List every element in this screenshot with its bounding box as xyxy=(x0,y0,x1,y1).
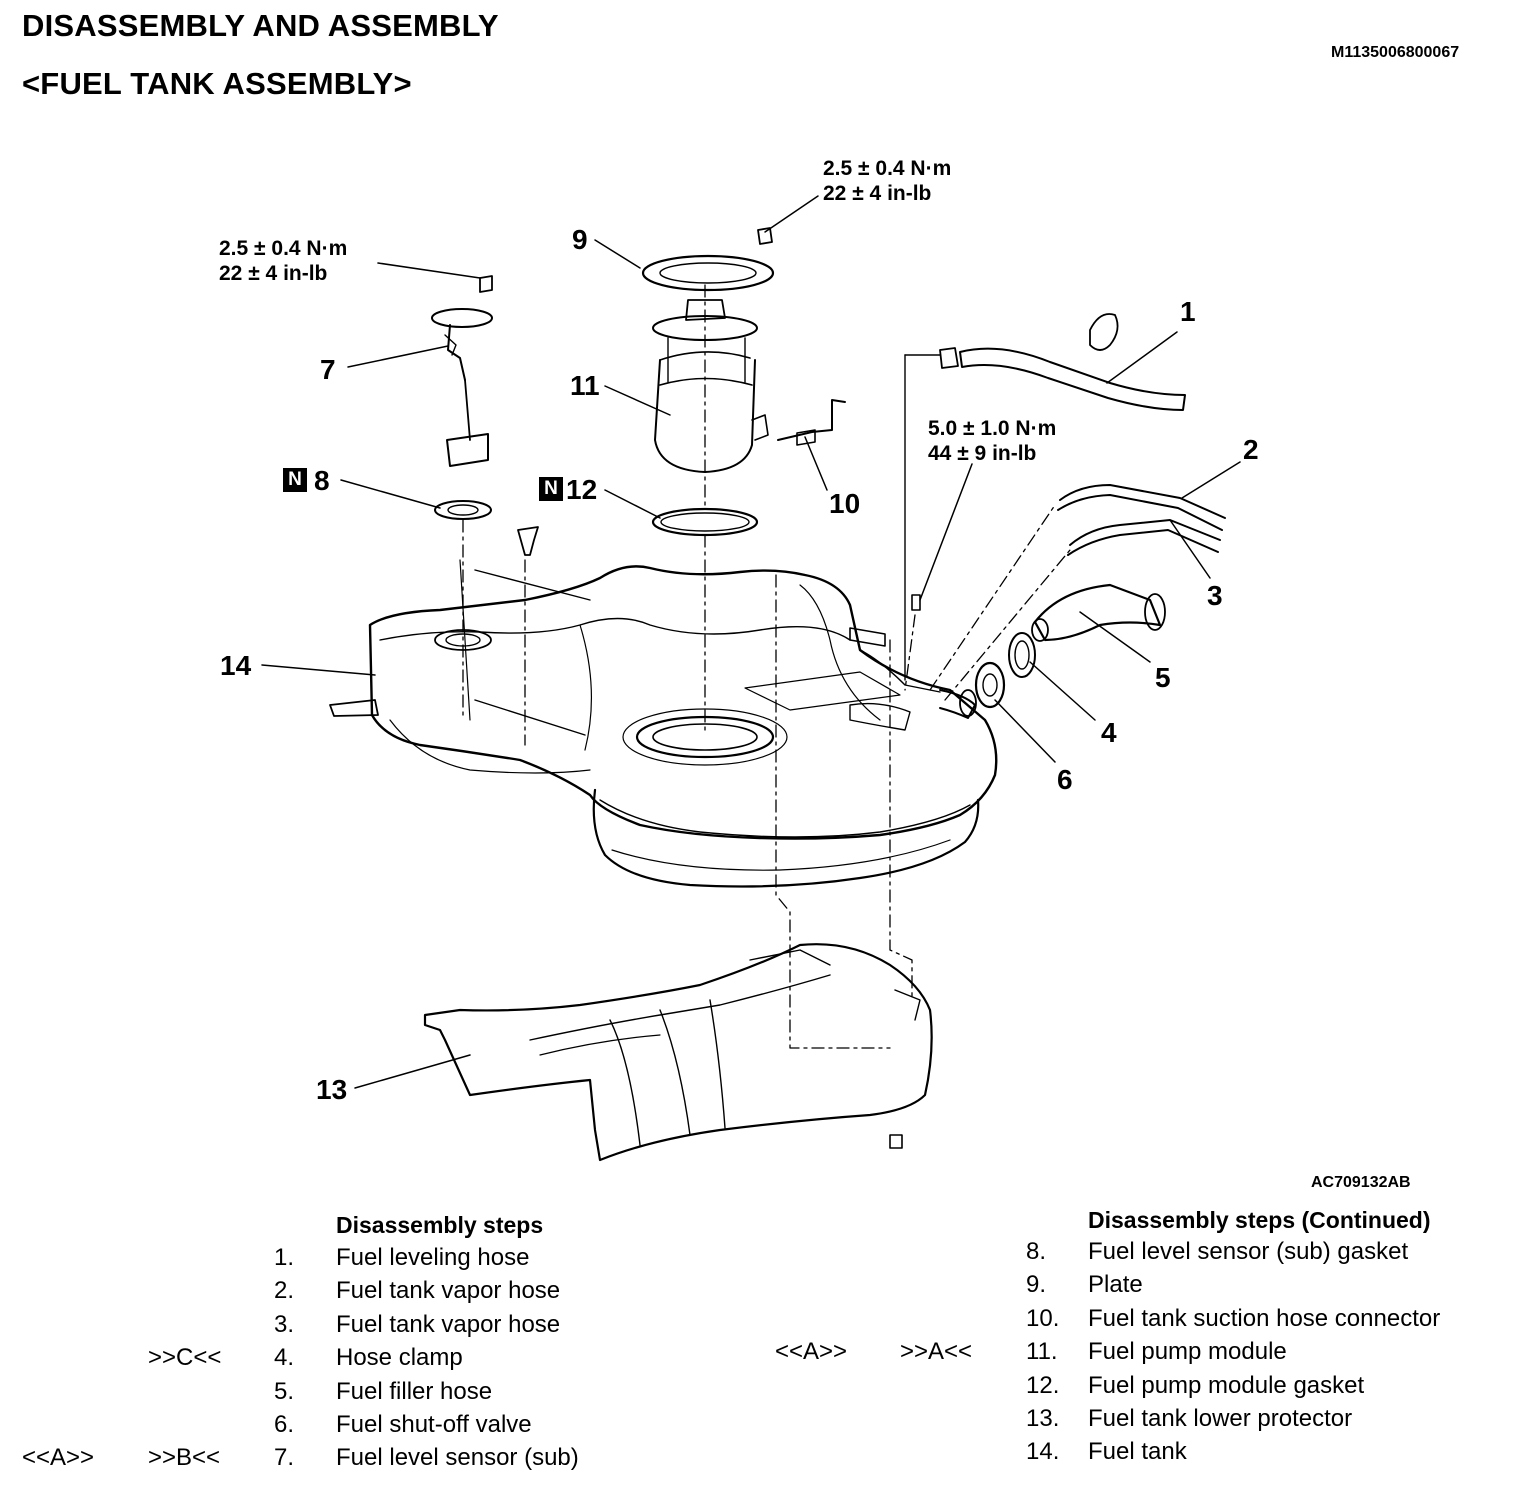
step-number: 1. xyxy=(274,1244,295,1271)
plate xyxy=(641,227,775,292)
torque-value-inlb: 22 ± 4 in-lb xyxy=(219,262,328,285)
page-title: DISASSEMBLY AND ASSEMBLY xyxy=(22,8,499,43)
new-part-mark: N xyxy=(283,468,307,492)
step-number: 13. xyxy=(1026,1405,1060,1432)
step-number: 6. xyxy=(274,1411,295,1438)
fuel-shut-off-valve xyxy=(974,661,1006,709)
torque-value-nm: 5.0 ± 1.0 N·m xyxy=(928,417,1057,440)
step-row: 2. Fuel tank vapor hose xyxy=(0,1277,1536,1311)
callout-9: 9 xyxy=(572,224,588,255)
step-text: Fuel pump module gasket xyxy=(1088,1371,1365,1399)
step-number: 7. xyxy=(274,1444,295,1472)
fuel-level-sensor xyxy=(431,275,493,467)
torque-spec-sensor: 2.5 ± 0.4 N·m 22 ± 4 in-lb xyxy=(219,236,347,286)
callout-10: 10 xyxy=(829,488,861,519)
fuel-filler-hose xyxy=(1031,583,1166,642)
step-number: 3. xyxy=(274,1310,295,1338)
step-text: Fuel shut-off valve xyxy=(336,1411,532,1438)
callout-6: 6 xyxy=(1057,764,1073,795)
fuel-leveling-hose xyxy=(904,313,1186,681)
step-text: Fuel tank suction hose connector xyxy=(1088,1304,1441,1332)
step-row: <<A>> >>B<< 7. Fuel level sensor (sub) xyxy=(0,1444,1536,1478)
step-row: 5. Fuel filler hose xyxy=(0,1378,1536,1412)
fuel-tank xyxy=(329,559,998,888)
step-number: 2. xyxy=(274,1277,295,1305)
step-text: Fuel filler hose xyxy=(336,1377,493,1405)
callout-12: 12 xyxy=(566,474,598,505)
step-row: 13. Fuel tank lower protector xyxy=(0,1405,1536,1439)
step-text: Fuel tank xyxy=(1088,1438,1187,1466)
fuel-pump-module xyxy=(652,299,769,473)
step-text: Hose clamp xyxy=(336,1344,463,1372)
step-row: 8. Fuel level sensor (sub) gasket xyxy=(0,1238,1536,1272)
page-subtitle: <FUEL TANK ASSEMBLY> xyxy=(22,66,412,101)
fuel-tank-vapor-hoses xyxy=(1057,484,1226,556)
pump-gasket xyxy=(651,507,759,537)
step-text: Fuel level sensor (sub) gasket xyxy=(1088,1238,1409,1265)
step-row: 12. Fuel pump module gasket xyxy=(0,1372,1536,1406)
step-number: 8. xyxy=(1026,1238,1047,1265)
step-row: 9. Plate xyxy=(0,1271,1536,1305)
step-number: 11. xyxy=(1026,1338,1058,1366)
step-text: Fuel tank vapor hose xyxy=(336,1310,561,1338)
step-reference-assembly: >>B<< xyxy=(148,1444,221,1472)
callout-7: 7 xyxy=(320,354,336,385)
step-reference-disassembly: <<A>> xyxy=(775,1338,848,1366)
step-number: 12. xyxy=(1026,1371,1060,1399)
torque-value-nm: 2.5 ± 0.4 N·m xyxy=(823,157,952,180)
step-row: 10. Fuel tank suction hose connector xyxy=(0,1305,1536,1339)
step-reference-assembly: >>A<< xyxy=(900,1338,973,1366)
steps-heading-right: Disassembly steps (Continued) xyxy=(1088,1207,1431,1233)
bolt xyxy=(889,1134,903,1149)
step-number: 9. xyxy=(1026,1271,1047,1299)
step-row: 6. Fuel shut-off valve xyxy=(0,1411,1536,1445)
torque-value-nm: 2.5 ± 0.4 N·m xyxy=(219,237,348,260)
callout-13: 13 xyxy=(316,1074,348,1105)
step-number: 14. xyxy=(1026,1438,1060,1466)
new-part-mark: N xyxy=(539,477,563,501)
step-row: 14. Fuel tank xyxy=(0,1438,1536,1472)
torque-value-inlb: 22 ± 4 in-lb xyxy=(823,182,932,205)
step-reference-disassembly: <<A>> xyxy=(22,1444,95,1472)
callout-1: 1 xyxy=(1180,296,1196,327)
step-text: Plate xyxy=(1088,1271,1143,1299)
callout-4: 4 xyxy=(1101,717,1117,748)
callout-3: 3 xyxy=(1207,580,1223,611)
step-number: 4. xyxy=(274,1344,295,1372)
step-text: Fuel tank lower protector xyxy=(1088,1405,1353,1432)
sensor-gasket xyxy=(434,500,492,520)
step-row: 3. Fuel tank vapor hose xyxy=(0,1311,1536,1345)
step-row: >>C<< 4. Hose clamp xyxy=(0,1344,1536,1378)
steps-heading-left: Disassembly steps xyxy=(336,1212,544,1238)
document-id: M1135006800067 xyxy=(1331,44,1460,61)
step-reference-assembly: >>C<< xyxy=(148,1344,222,1372)
fuel-tank-lower-protector xyxy=(423,943,933,1162)
figure-id: AC709132AB xyxy=(1311,1174,1411,1191)
callout-5: 5 xyxy=(1155,662,1171,693)
callout-14: 14 xyxy=(220,650,252,681)
step-text: Fuel level sensor (sub) xyxy=(336,1444,579,1472)
torque-spec-bolt: 5.0 ± 1.0 N·m 44 ± 9 in-lb xyxy=(928,416,1056,466)
step-number: 10. xyxy=(1026,1304,1060,1332)
suction-hose-connector xyxy=(777,399,846,441)
clip xyxy=(517,526,539,556)
step-text: Fuel pump module xyxy=(1088,1338,1287,1366)
callout-8: 8 xyxy=(314,465,330,496)
step-number: 5. xyxy=(274,1377,295,1405)
step-row: 1. Fuel leveling hose xyxy=(0,1244,1536,1278)
callout-11: 11 xyxy=(570,370,600,401)
torque-spec-plate: 2.5 ± 0.4 N·m 22 ± 4 in-lb xyxy=(823,156,951,206)
bolt xyxy=(911,594,921,611)
step-text: Fuel tank vapor hose xyxy=(336,1277,561,1305)
torque-value-inlb: 44 ± 9 in-lb xyxy=(928,442,1037,465)
step-text: Fuel leveling hose xyxy=(336,1244,530,1271)
step-row: <<A>> >>A<< 11. Fuel pump module xyxy=(0,1338,1536,1372)
hose-clamp xyxy=(1008,632,1036,678)
callout-2: 2 xyxy=(1243,434,1259,465)
